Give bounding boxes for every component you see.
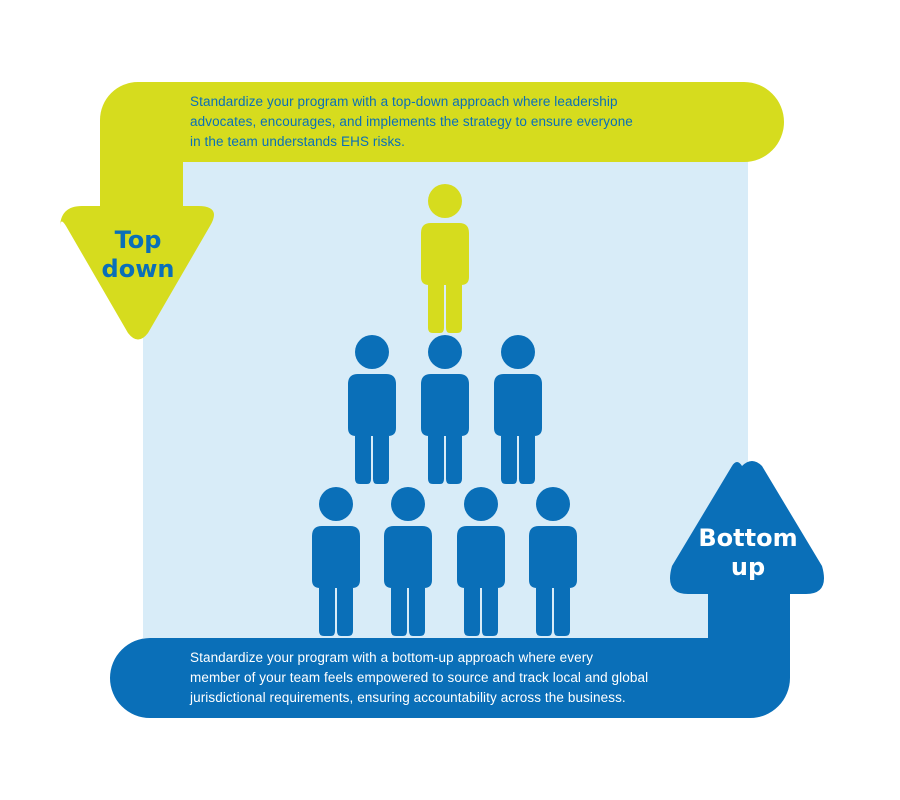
team-member-icon [421,335,469,484]
bottom-up-description-line: Standardize your program with a bottom-u… [190,650,594,665]
bottom-up-label-line: Bottom [698,524,798,552]
top-down-description-line: Standardize your program with a top-down… [190,94,618,109]
bottom-up-description-line: member of your team feels empowered to s… [190,670,649,685]
person-body [348,374,396,484]
bottom-up-description-line: jurisdictional requirements, ensuring ac… [190,690,626,705]
bottom-up-band [110,592,742,718]
person-head [501,335,535,369]
bottom-up-description: Standardize your program with a bottom-u… [190,648,720,708]
bottom-up-arrow [110,461,824,718]
top-down-label: Top down [92,226,184,284]
team-member-icon [312,487,360,636]
person-body [494,374,542,484]
top-down-description-line: advocates, encourages, and implements th… [190,114,633,129]
top-down-arrowhead [60,206,214,340]
person-head [355,335,389,369]
top-down-label-line: Top [114,226,162,254]
person-head [319,487,353,521]
team-member-icon [494,335,542,484]
person-head [536,487,570,521]
team-member-icon [529,487,577,636]
bottom-up-label: Bottom up [688,524,808,582]
person-body [529,526,577,636]
top-down-label-line: down [101,255,175,283]
bottom-up-arrowhead [670,461,824,594]
leader-person-icon [421,184,469,333]
top-down-arrow [60,82,784,340]
team-member-icon [457,487,505,636]
person-body [421,223,469,333]
top-down-description-line: in the team understands EHS risks. [190,134,405,149]
person-body [421,374,469,484]
bottom-up-label-line: up [730,553,766,581]
team-member-icon [348,335,396,484]
person-head [428,184,462,218]
person-body [312,526,360,636]
people-pyramid [312,184,577,636]
person-head [464,487,498,521]
person-body [457,526,505,636]
person-head [428,335,462,369]
top-down-corner [100,82,160,210]
team-member-icon [384,487,432,636]
person-head [391,487,425,521]
top-down-description: Standardize your program with a top-down… [190,92,710,152]
bottom-up-corner [708,590,790,718]
person-body [384,526,432,636]
top-down-band [148,82,784,208]
